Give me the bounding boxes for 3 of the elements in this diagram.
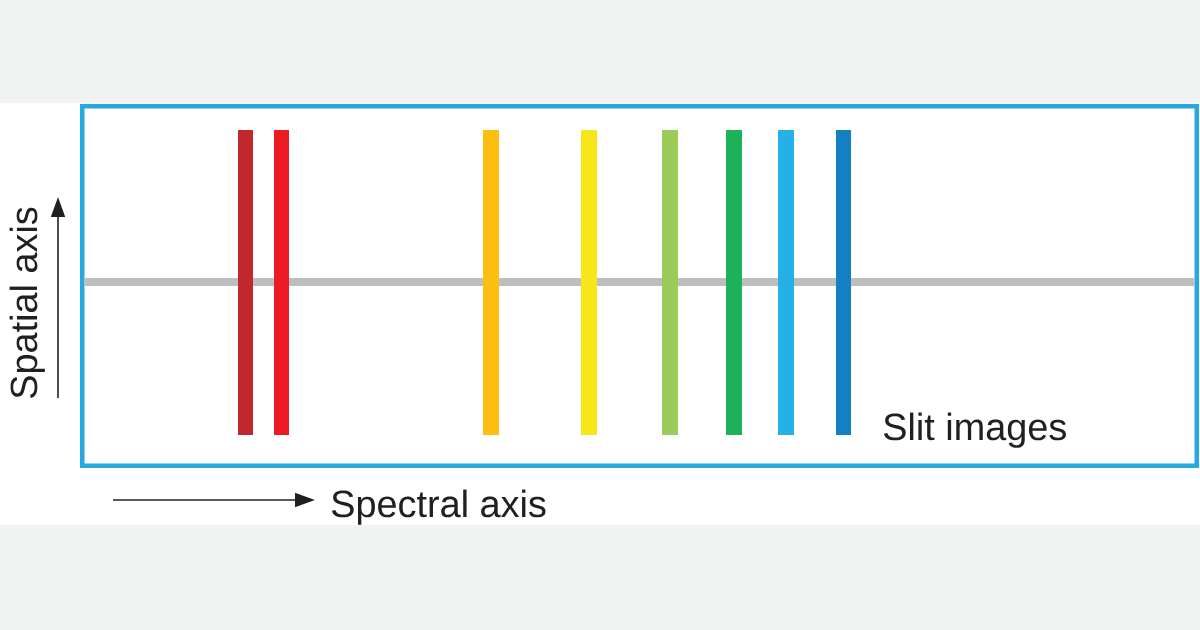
- frame-label: Slit images: [883, 412, 1066, 448]
- axis-label: Spectral axis: [331, 489, 546, 525]
- axis-label: Spatial axis: [9, 207, 45, 399]
